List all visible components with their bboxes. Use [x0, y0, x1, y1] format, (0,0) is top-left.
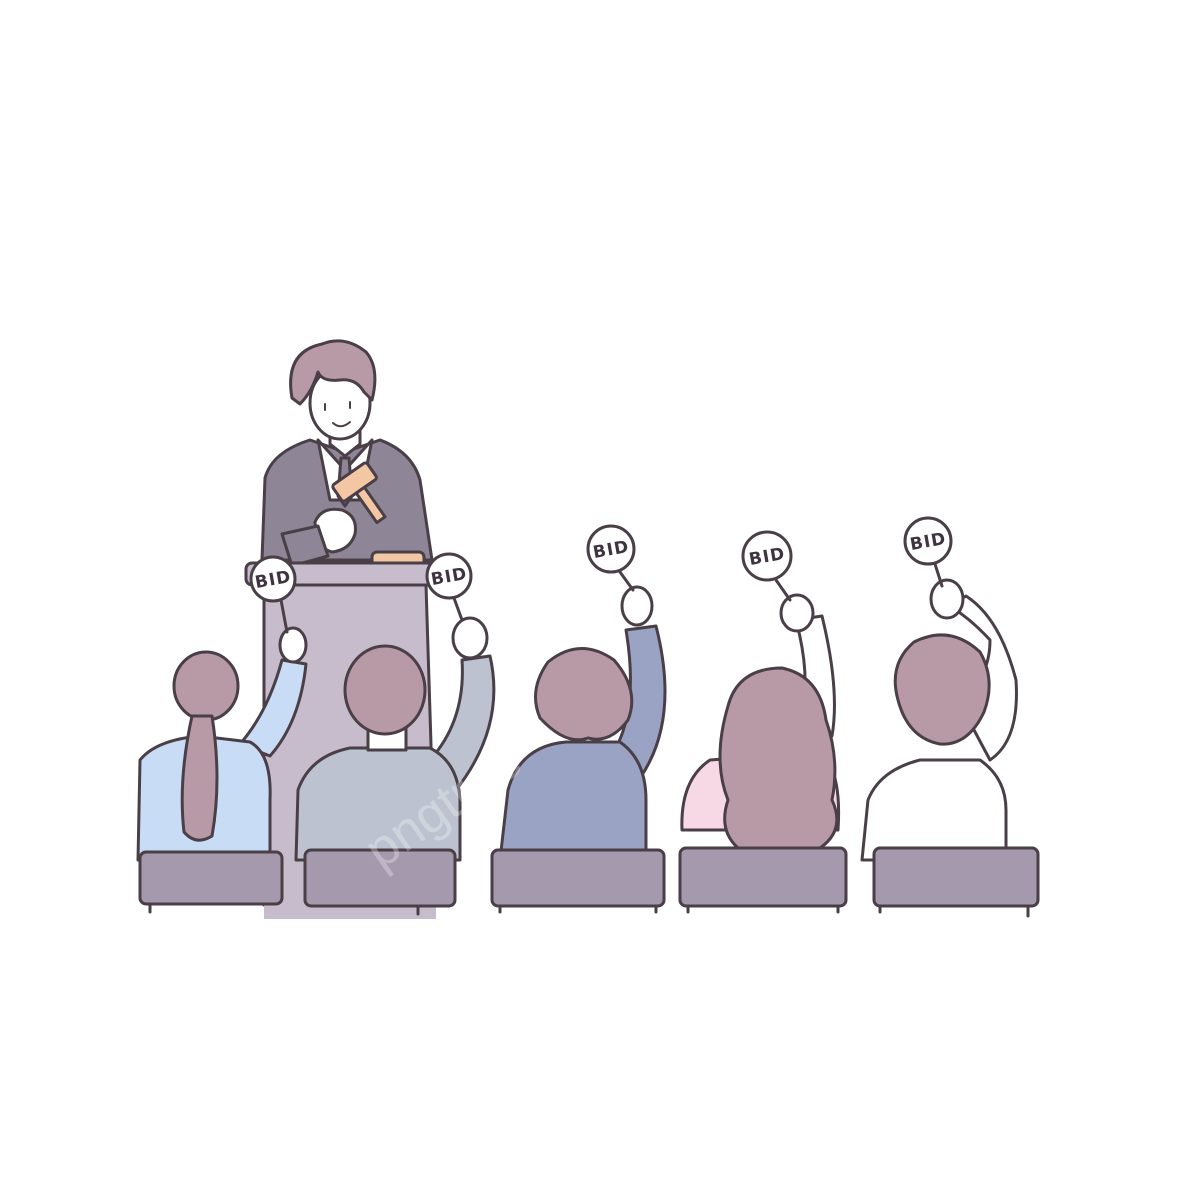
- bidder-3-hair: [534, 647, 634, 742]
- bidder-5: [860, 578, 1018, 862]
- chair-4: [678, 846, 848, 914]
- bidder-3-hand: [620, 585, 654, 627]
- bidder-5-hair: [893, 633, 991, 746]
- bidder-1-ponytail: [180, 714, 219, 842]
- bid-paddle-1: BID: [249, 555, 297, 634]
- bidder-3-jacket: [498, 740, 648, 862]
- bidder-1-arm: [238, 658, 308, 758]
- bidder-1: [136, 626, 308, 862]
- bidder-4-hand: [779, 593, 815, 633]
- auctioneer: [260, 339, 434, 568]
- gavel-icon: [331, 461, 387, 525]
- auctioneer-smile: [332, 421, 351, 428]
- bidder-2-arm: [428, 654, 496, 792]
- chair-5: [872, 846, 1040, 918]
- bidder-3: [498, 585, 667, 862]
- bidder-1-hand: [278, 626, 308, 664]
- bidder-4: [680, 593, 841, 850]
- bidder-2-head: [343, 644, 427, 736]
- bidder-5-shirt: [860, 758, 1008, 862]
- bidder-2-jacket: [294, 746, 462, 862]
- auctioneer-eyes: [324, 401, 351, 411]
- chair-1: [138, 850, 284, 914]
- bidder-5-hand: [929, 578, 965, 620]
- chairs: [138, 846, 1040, 918]
- bid-paddle-3: BID: [586, 524, 636, 592]
- bidder-2-hand: [451, 616, 489, 660]
- bid-paddle-5: BID: [903, 516, 953, 588]
- auctioneer-hair: [289, 339, 377, 406]
- bidder-4-hair: [718, 666, 839, 850]
- bidder-1-head: [172, 650, 240, 722]
- chair-3: [490, 848, 666, 914]
- bid-paddle-4: BID: [741, 530, 793, 602]
- chair-2: [303, 848, 457, 916]
- auctioneer-sleeve: [280, 524, 330, 568]
- bidder-2: [294, 616, 496, 862]
- bid-paddle-2: BID: [425, 552, 473, 622]
